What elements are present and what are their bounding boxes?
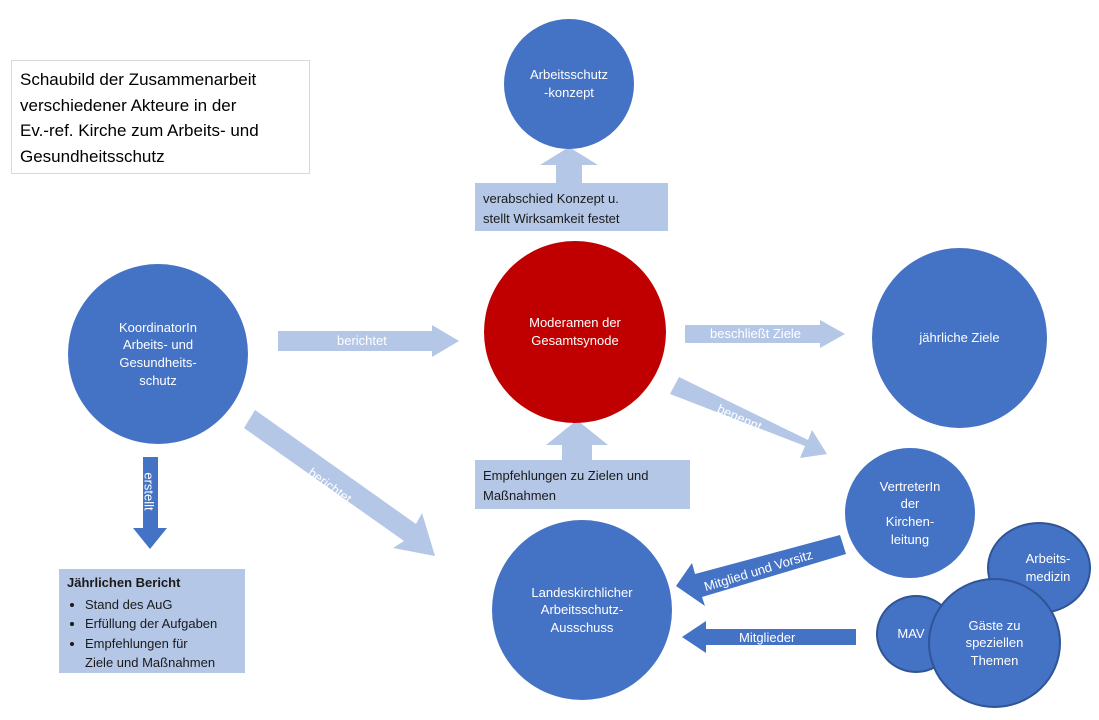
box-jaehrlicher-bericht: Jährlichen Bericht Stand des AuG Erfüllu… [59,569,245,673]
node-koordinator: KoordinatorIn Arbeits- und Gesundheits- … [68,264,248,444]
label-berichtet-moderamen: berichtet [337,333,387,348]
report-list: Stand des AuG Erfüllung der Aufgaben Emp… [67,595,237,673]
node-ausschuss: Landeskirchlicher Arbeitsschutz- Ausschu… [492,520,672,700]
node-gaeste: Gäste zu speziellen Themen [928,578,1061,708]
arrow-mitglieder [682,621,856,653]
node-moderamen: Moderamen der Gesamtsynode [484,241,666,423]
report-heading: Jährlichen Bericht [67,575,181,590]
arrow-berichtet-ausschuss [244,410,435,556]
report-item: Empfehlungen für Ziele und Maßnahmen [85,634,237,673]
label-beschliesst: beschließt Ziele [710,326,802,341]
report-item: Erfüllung der Aufgaben [85,614,237,634]
arrow-mitglied-vorsitz [676,535,846,606]
arrow-erstellt [133,457,167,549]
arrow-berichtet-moderamen [278,325,459,357]
arrow-beschliesst [685,320,845,348]
diagram-title: Schaubild der Zusammenarbeit verschieden… [11,60,310,174]
arrow-up-konzept [540,147,598,183]
box-verabschied: verabschied Konzept u. stellt Wirksamkei… [475,183,668,231]
report-item: Stand des AuG [85,595,237,615]
label-mitglieder: Mitglieder [739,630,796,645]
arrow-up-empfehlungen [546,420,608,460]
box-empfehlungen: Empfehlungen zu Zielen und Maßnahmen [475,460,690,509]
node-arbeitsschutzkonzept: Arbeitsschutz -konzept [504,19,634,149]
node-jaehrliche-ziele: jährliche Ziele [872,248,1047,428]
node-vertreter: VertreterIn der Kirchen- leitung [845,448,975,578]
arrow-benennt [670,377,827,458]
label-erstellt: erstellt [141,472,157,511]
